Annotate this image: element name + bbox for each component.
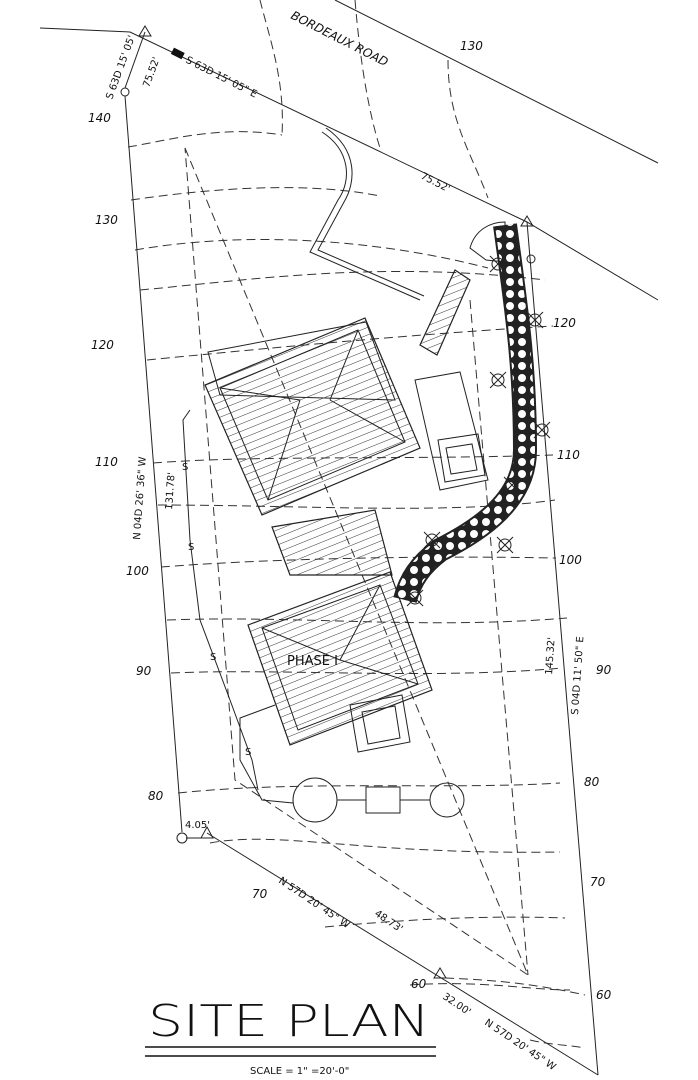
- distance-label: 145.32': [544, 637, 558, 675]
- spa-lower: [349, 694, 411, 753]
- scale-label: SCALE = 1" =20'-0": [250, 1066, 349, 1077]
- contour-label: 130: [95, 213, 118, 227]
- sewer-line: S S S S: [182, 409, 259, 791]
- contour-label: 120: [553, 316, 576, 330]
- contour-label: 140: [88, 111, 111, 125]
- tree-icon: [503, 476, 521, 494]
- bearing-label: N 57D 20' 45" W: [276, 875, 351, 931]
- survey-pin-icon: [120, 87, 130, 97]
- contour-labels: 140 130 120 110 100 90 80 70 60 120 110 …: [88, 111, 612, 1002]
- tree-icon: [489, 255, 507, 273]
- distance-label: 75.52': [419, 171, 452, 195]
- tree-icon: [496, 536, 514, 554]
- trees: [406, 255, 551, 607]
- survey-marker-icon: [200, 825, 214, 839]
- survey-marker-icon: [520, 215, 534, 227]
- sewer-marker: S: [245, 747, 251, 758]
- contour-label: 120: [91, 338, 114, 352]
- sewer-marker: S: [182, 462, 188, 473]
- house-lower: PHASE I: [247, 571, 433, 753]
- sewer-marker: S: [210, 652, 216, 663]
- distance-label: 75.52': [141, 56, 162, 89]
- contour-label: 70: [590, 875, 606, 889]
- septic-system: [239, 704, 465, 823]
- contour-label: 60: [411, 977, 427, 991]
- property-boundary: [120, 25, 599, 1076]
- bearing-label: S 04D 11' 50" E: [570, 636, 586, 715]
- contour-label: 90: [596, 663, 612, 677]
- house-upper: [204, 269, 489, 516]
- phase-label: PHASE I: [287, 654, 338, 669]
- mailbox-icon: [170, 47, 185, 60]
- survey-marker-icon: [433, 967, 447, 979]
- tree-icon: [489, 371, 507, 389]
- contour-label: 100: [559, 553, 582, 567]
- road-edge-upper: [334, 0, 659, 164]
- distance-label: 4.05': [185, 820, 210, 831]
- road-edge-lower: [39, 27, 659, 301]
- tree-icon: [406, 589, 424, 607]
- survey-pin-icon: [176, 832, 188, 844]
- title-block: SITE PLAN SCALE = 1" =20'-0": [145, 996, 436, 1077]
- tree-icon: [423, 531, 441, 549]
- road-name: BORDEAUX ROAD: [289, 8, 391, 69]
- sewer-marker: S: [188, 542, 194, 553]
- stairs-upper: [419, 269, 471, 356]
- tree-icon: [533, 421, 551, 439]
- setback-lines: [184, 147, 530, 977]
- bearing-label: N 04D 26' 36" W: [132, 456, 149, 540]
- contour-label: 110: [557, 448, 580, 462]
- tree-icon: [526, 311, 544, 329]
- contour-label: 70: [252, 887, 268, 901]
- driveway: [309, 131, 421, 301]
- contour-top-label: 130: [460, 39, 483, 53]
- bearing-label: S 63D 15' 05" E: [184, 55, 259, 100]
- distance-label: 48.73': [372, 908, 404, 935]
- drawing-title: SITE PLAN: [148, 996, 430, 1047]
- spa-upper: [437, 433, 486, 483]
- contour-label: 100: [126, 564, 149, 578]
- contour-label: 80: [148, 789, 164, 803]
- bearing-label: N 57D 20' 45" W: [482, 1017, 557, 1073]
- contour-label: 80: [584, 775, 600, 789]
- contour-label: 90: [136, 664, 152, 678]
- survey-pin-icon: [526, 254, 536, 264]
- contour-label: 60: [596, 988, 612, 1002]
- survey-marker-icon: [138, 25, 152, 37]
- distance-label: 32.00': [440, 991, 472, 1018]
- distance-label: 131.78': [164, 472, 178, 510]
- stairs-central: [271, 509, 393, 576]
- contour-label: 110: [95, 455, 118, 469]
